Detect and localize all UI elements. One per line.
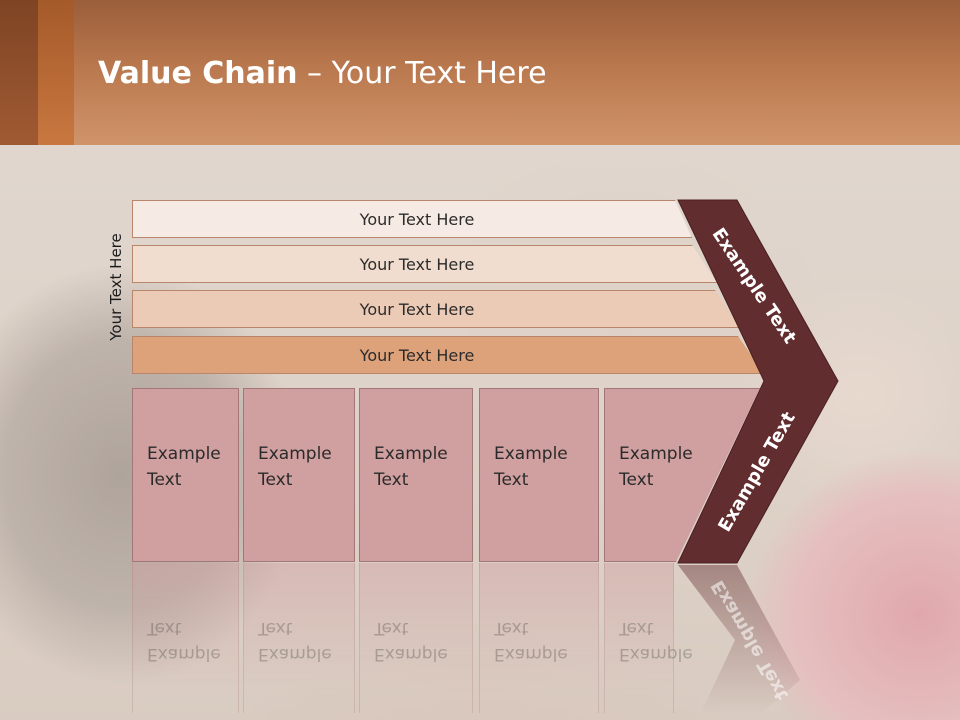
primary-box-2-label: Example Text: [258, 444, 332, 490]
primary-box-2-reflection-label: Example Text: [258, 618, 332, 664]
support-bar-2-label: Your Text Here: [359, 255, 475, 274]
support-bar-3-label: Your Text Here: [359, 300, 475, 319]
primary-box-3-reflection: Example Text: [359, 563, 473, 713]
primary-box-4: Example Text: [479, 388, 599, 562]
primary-box-4-label: Example Text: [494, 444, 568, 490]
support-bar-1: Your Text Here: [132, 200, 692, 238]
support-bar-1-label: Your Text Here: [359, 210, 475, 229]
header-accent-strip-light: [38, 0, 74, 145]
primary-box-3-label: Example Text: [374, 444, 448, 490]
primary-box-3: Example Text: [359, 388, 473, 562]
support-bar-4-label: Your Text Here: [359, 346, 475, 365]
primary-box-1-reflection-label: Example Text: [147, 618, 221, 664]
slide-title: Value Chain – Your Text Here: [98, 56, 547, 91]
primary-box-1-reflection: Example Text: [132, 563, 239, 713]
slide-header: Value Chain – Your Text Here: [0, 0, 960, 145]
primary-box-1: Example Text: [132, 388, 239, 562]
support-bar-2: Your Text Here: [132, 245, 717, 283]
primary-box-5-reflection-label: Example Text: [619, 618, 693, 664]
primary-box-4-reflection-label: Example Text: [494, 618, 568, 664]
primary-box-1-label: Example Text: [147, 444, 221, 490]
primary-box-5-label: Example Text: [619, 444, 693, 490]
primary-box-4-reflection: Example Text: [479, 563, 599, 713]
primary-box-5-reflection: Example Text: [604, 563, 693, 713]
support-bar-3: Your Text Here: [132, 290, 740, 328]
primary-box-2: Example Text: [243, 388, 355, 562]
primary-box-2-reflection: Example Text: [243, 563, 355, 713]
header-accent-strip-dark: [0, 0, 38, 145]
support-bar-4: Your Text Here: [132, 336, 764, 374]
slide-title-bold: Value Chain: [98, 56, 298, 91]
primary-box-3-reflection-label: Example Text: [374, 618, 448, 664]
side-label: Your Text Here: [107, 233, 125, 341]
slide-title-rest: – Your Text Here: [297, 56, 547, 91]
